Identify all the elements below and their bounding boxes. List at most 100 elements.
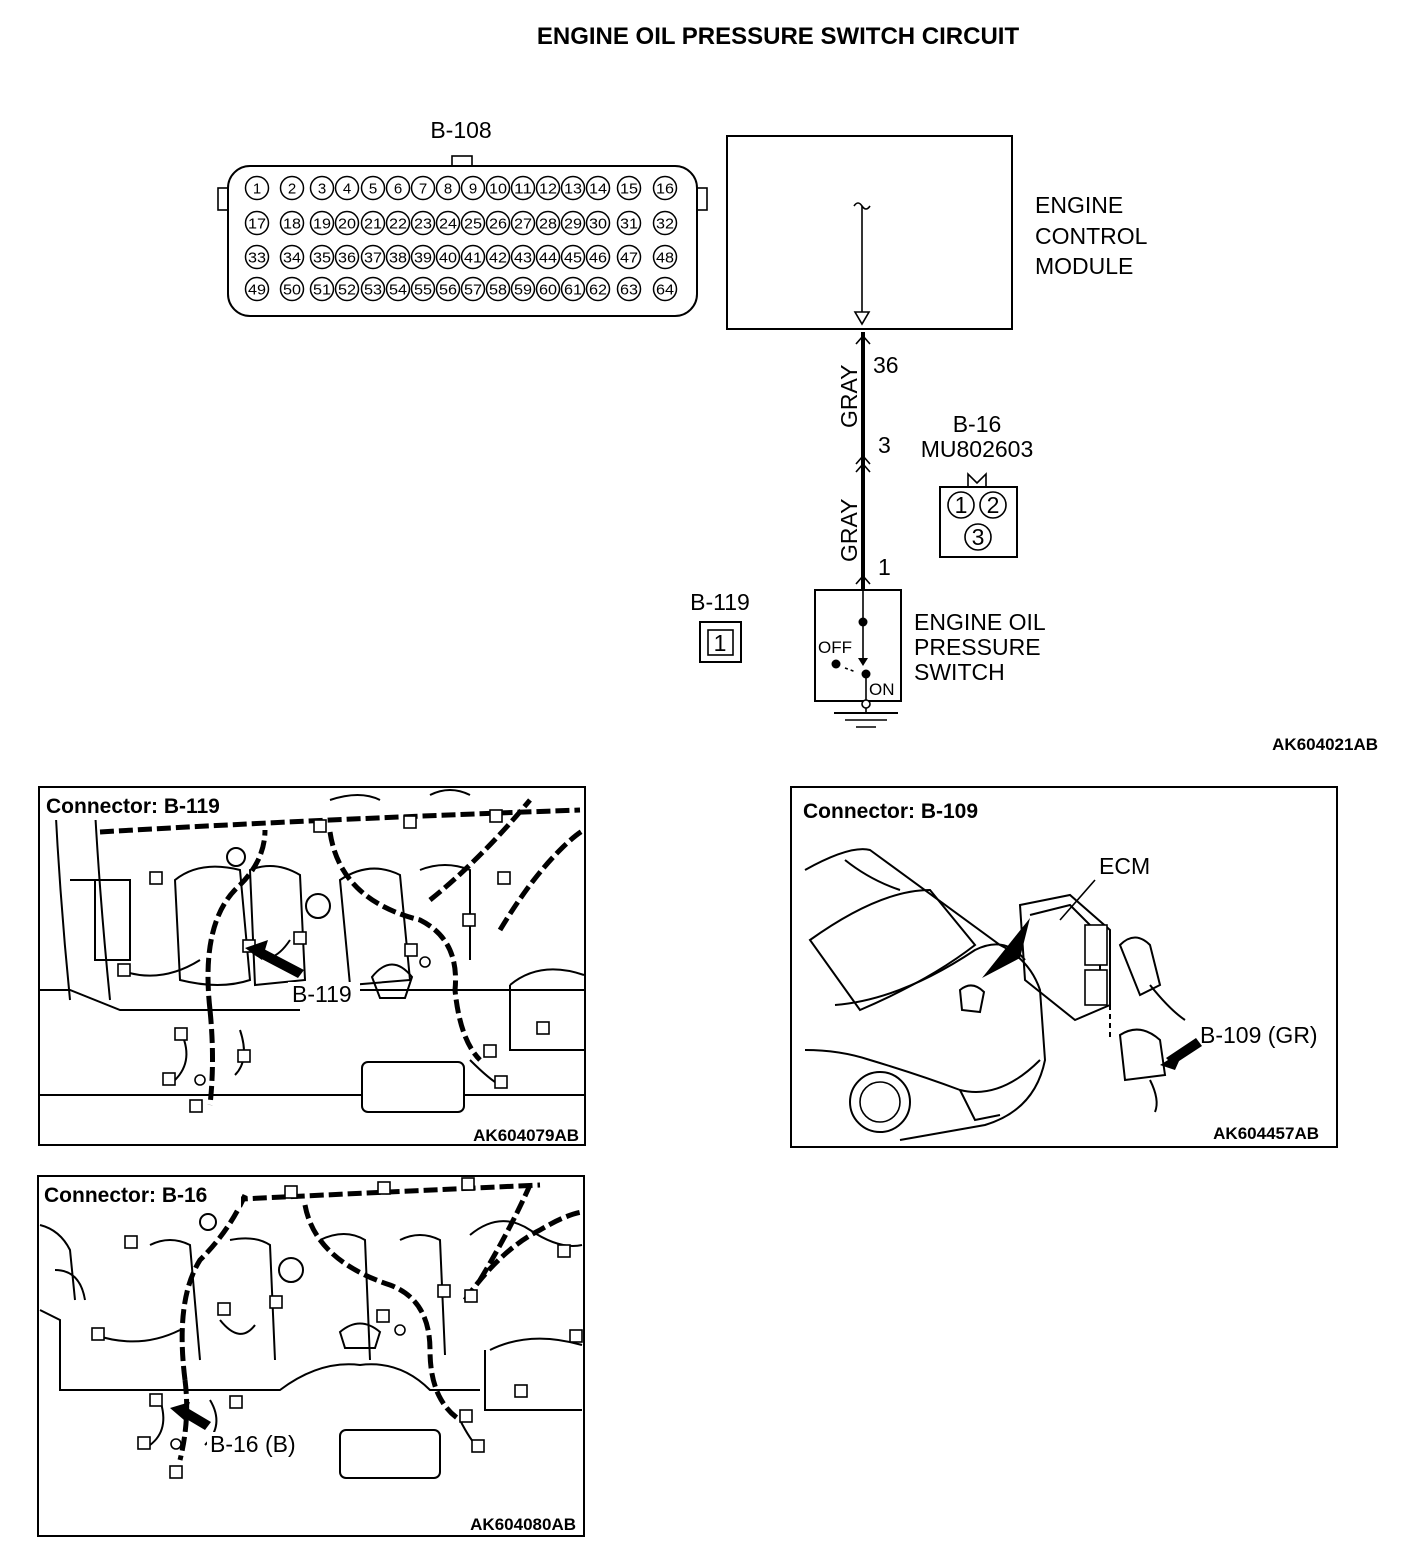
b108-pin-number: 42 [489, 250, 507, 267]
connector-b108-label: B-108 [430, 117, 491, 143]
b16-pin-2: 2 [987, 492, 1000, 518]
b108-pin-socket [244, 244, 270, 270]
panel-b109-caption: Connector: B-109 [803, 800, 978, 823]
b119-pin-1: 1 [714, 630, 727, 656]
b108-pin-number: 39 [414, 250, 432, 267]
b108-pin-number: 50 [283, 282, 301, 299]
b108-pin-number: 33 [248, 250, 266, 267]
b108-pin-number: 18 [283, 216, 301, 233]
b108-pin-socket [334, 276, 360, 302]
b108-pin-socket [360, 175, 386, 201]
b108-pin-number: 45 [564, 250, 582, 267]
b108-pin-number: 62 [589, 282, 607, 299]
b108-pin-number: 49 [248, 282, 266, 299]
panel-connector-b119: Connector: B-119 B-119 AK604079AB [38, 786, 586, 1146]
b108-pin-number: 43 [514, 250, 532, 267]
b108-pin-number: 46 [589, 250, 607, 267]
b108-pin-number: 14 [589, 181, 607, 198]
b108-pin-socket [535, 276, 561, 302]
b108-pin-socket [309, 175, 335, 201]
b108-pin-socket [385, 244, 411, 270]
b108-pin-number: 27 [514, 216, 532, 233]
b108-pin-socket [435, 210, 461, 236]
b108-pin-socket [585, 210, 611, 236]
b108-pin-number: 6 [394, 181, 402, 198]
b108-pin-socket [435, 175, 461, 201]
b108-pin-socket [585, 244, 611, 270]
b108-pin-socket [244, 276, 270, 302]
b108-pin-number: 55 [414, 282, 432, 299]
switch-on-label: ON [869, 680, 895, 699]
b108-pin-number: 51 [313, 282, 331, 299]
b108-pin-socket [560, 244, 586, 270]
b108-pin-socket [360, 210, 386, 236]
oil-pressure-switch: OFF ON ENGINE OIL PRESSURE SWITCH [814, 589, 1046, 728]
b108-pin-socket [652, 244, 678, 270]
b108-pin-socket [309, 244, 335, 270]
pin-number-1: 1 [878, 554, 891, 580]
b108-pin-socket [485, 276, 511, 302]
switch-label-line3: SWITCH [914, 659, 1005, 685]
b108-pin-socket [616, 244, 642, 270]
ecm-label-line3: MODULE [1035, 253, 1133, 279]
b108-pin-number: 32 [656, 216, 674, 233]
b108-pin-socket [410, 210, 436, 236]
b108-pin-socket [360, 244, 386, 270]
panel-connector-b109: Connector: B-109 ECM B-109 (GR) AK604457… [790, 786, 1338, 1148]
car-ecm-illustration-b109 [804, 848, 1202, 1141]
ecm-label-line2: CONTROL [1035, 223, 1148, 249]
b108-pin-socket [585, 175, 611, 201]
b108-pin-socket [460, 276, 486, 302]
b108-pin-socket [652, 175, 678, 201]
panel-b109-code: AK604457AB [1213, 1124, 1319, 1143]
b108-pin-number: 38 [389, 250, 407, 267]
b108-pin-socket [616, 210, 642, 236]
switch-label-line2: PRESSURE [914, 634, 1041, 660]
b108-pin-socket [616, 276, 642, 302]
b108-pin-number: 7 [419, 181, 427, 198]
pin-number-36: 36 [873, 352, 899, 378]
b108-pin-socket [334, 210, 360, 236]
b108-pin-number: 34 [283, 250, 301, 267]
b108-pin-number: 5 [369, 181, 377, 198]
b108-pin-socket [385, 276, 411, 302]
b108-pin-socket [510, 175, 536, 201]
b108-pin-socket [535, 175, 561, 201]
b108-pin-socket [485, 210, 511, 236]
b108-pin-socket [460, 175, 486, 201]
panel-b109-ecm-label: ECM [1099, 853, 1150, 879]
b108-pin-number: 25 [464, 216, 482, 233]
b108-pin-socket [309, 210, 335, 236]
b108-pin-socket [360, 276, 386, 302]
b108-pin-number: 57 [464, 282, 482, 299]
b108-pin-number: 12 [539, 181, 557, 198]
b108-pin-socket [510, 244, 536, 270]
b108-pin-number: 13 [564, 181, 582, 198]
b108-pin-socket [435, 276, 461, 302]
b108-pin-number: 10 [489, 181, 507, 198]
b108-pin-socket [510, 276, 536, 302]
b108-pin-socket [334, 244, 360, 270]
b108-pin-number: 26 [489, 216, 507, 233]
connector-b16: B-16 MU802603 1 2 3 [921, 411, 1033, 558]
b108-pin-number: 28 [539, 216, 557, 233]
b108-pin-socket [410, 244, 436, 270]
b108-pin-socket [244, 175, 270, 201]
panel-b119-caption: Connector: B-119 [46, 795, 220, 818]
wire-color-upper: GRAY [836, 365, 862, 428]
panel-b16-caption: Connector: B-16 [44, 1184, 207, 1207]
b108-pin-number: 17 [248, 216, 266, 233]
b108-pin-socket [652, 276, 678, 302]
diagram-code: AK604021AB [1272, 735, 1378, 754]
b108-pin-number: 15 [620, 181, 638, 198]
b108-pin-socket [510, 210, 536, 236]
panel-b119-callout: B-119 [292, 981, 352, 1007]
b108-pin-socket [560, 175, 586, 201]
b108-pin-socket [485, 244, 511, 270]
b108-pin-number: 16 [656, 181, 674, 198]
b108-pin-socket [652, 210, 678, 236]
b108-pin-socket [279, 244, 305, 270]
